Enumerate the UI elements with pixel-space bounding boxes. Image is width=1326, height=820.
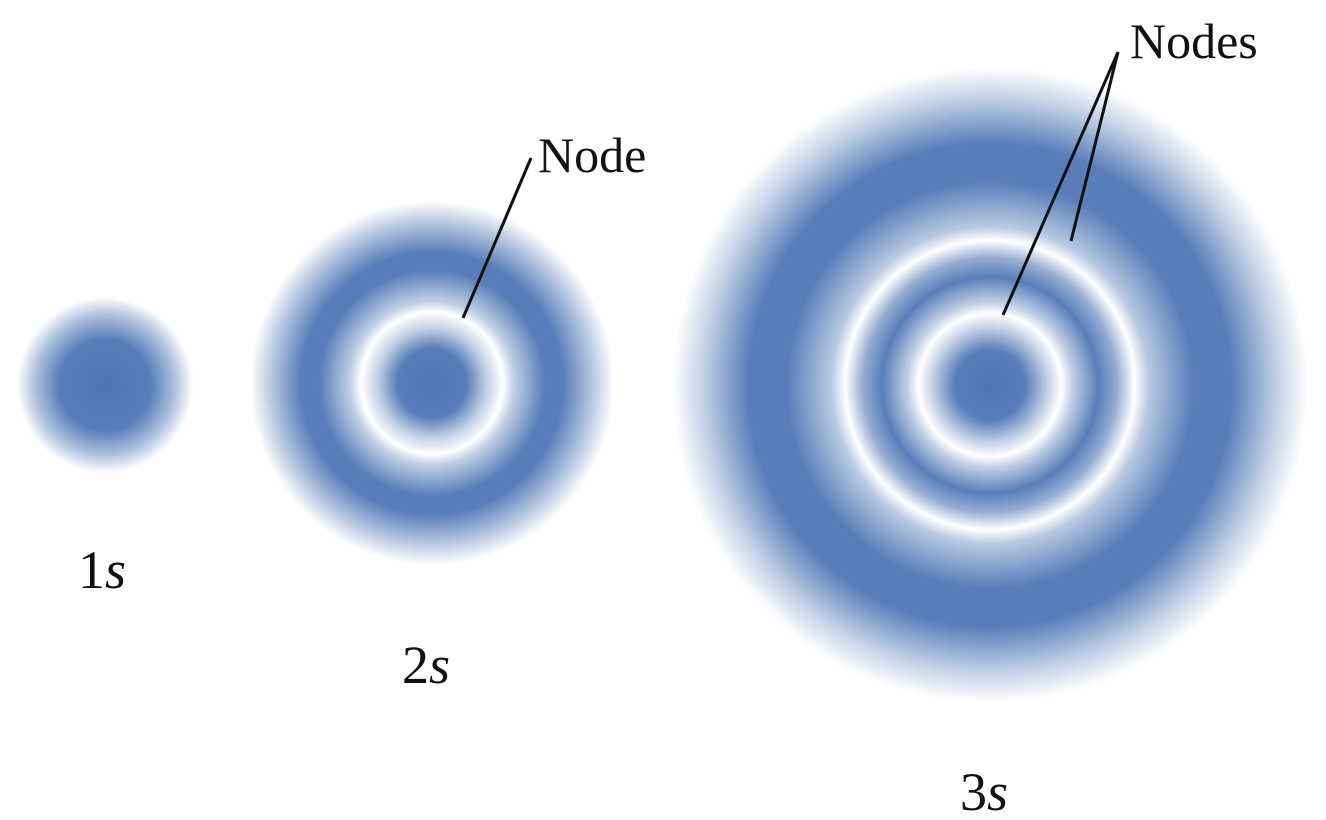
- orbital-1s-number: 1: [78, 540, 105, 600]
- orbital-1s-cloud: [17, 297, 193, 473]
- orbital-3s-cloud: [672, 67, 1308, 703]
- nodes-leader-line-outer: [1069, 51, 1120, 242]
- nodes-label: Nodes: [1130, 13, 1258, 69]
- node-leader-line: [461, 157, 533, 319]
- orbital-2s-number: 2: [402, 635, 429, 695]
- nodes-leader-line-inner: [1001, 51, 1120, 316]
- orbital-2s-letter: s: [429, 635, 450, 695]
- orbital-2s-label: 2s: [402, 635, 450, 695]
- orbital-3s-number: 3: [960, 762, 987, 820]
- orbital-1s-letter: s: [105, 540, 126, 600]
- orbital-2s-cloud: [250, 201, 614, 565]
- orbital-3s-label: 3s: [960, 762, 1008, 820]
- orbital-3s-letter: s: [987, 762, 1008, 820]
- orbital-1s-label: 1s: [78, 540, 126, 600]
- node-label: Node: [538, 127, 646, 183]
